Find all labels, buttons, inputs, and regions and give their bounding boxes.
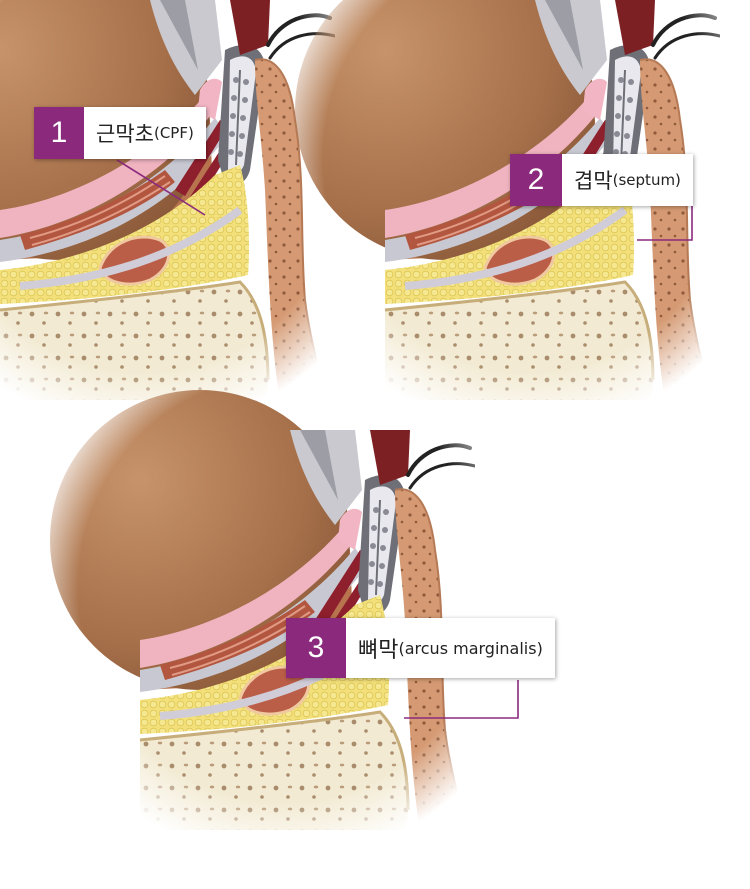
leader-line-3: [404, 680, 519, 719]
label-septum: 2 겹막(septum): [510, 154, 693, 206]
label-text: 겹막(septum): [562, 154, 693, 206]
label-text: 뼈막(arcus marginalis): [346, 618, 555, 678]
label-number: 2: [510, 154, 562, 206]
label-english: (septum): [612, 171, 681, 189]
label-korean: 겹막: [574, 169, 613, 193]
label-english: (arcus marginalis): [398, 638, 543, 658]
leader-line-2: [637, 205, 693, 241]
label-number: 1: [34, 107, 84, 159]
leader-line-1: [116, 159, 206, 216]
label-text: 근막초(CPF): [84, 107, 206, 159]
label-arcus-marginalis: 3 뼈막(arcus marginalis): [286, 618, 555, 678]
panel-3-illustration: [50, 390, 475, 830]
label-korean: 뼈막: [358, 638, 399, 663]
label-english: (CPF): [153, 124, 194, 142]
label-korean: 근막초: [96, 122, 154, 146]
label-number: 3: [286, 618, 346, 678]
label-cpf: 1 근막초(CPF): [34, 107, 206, 159]
panel-1-illustration: [0, 0, 335, 400]
